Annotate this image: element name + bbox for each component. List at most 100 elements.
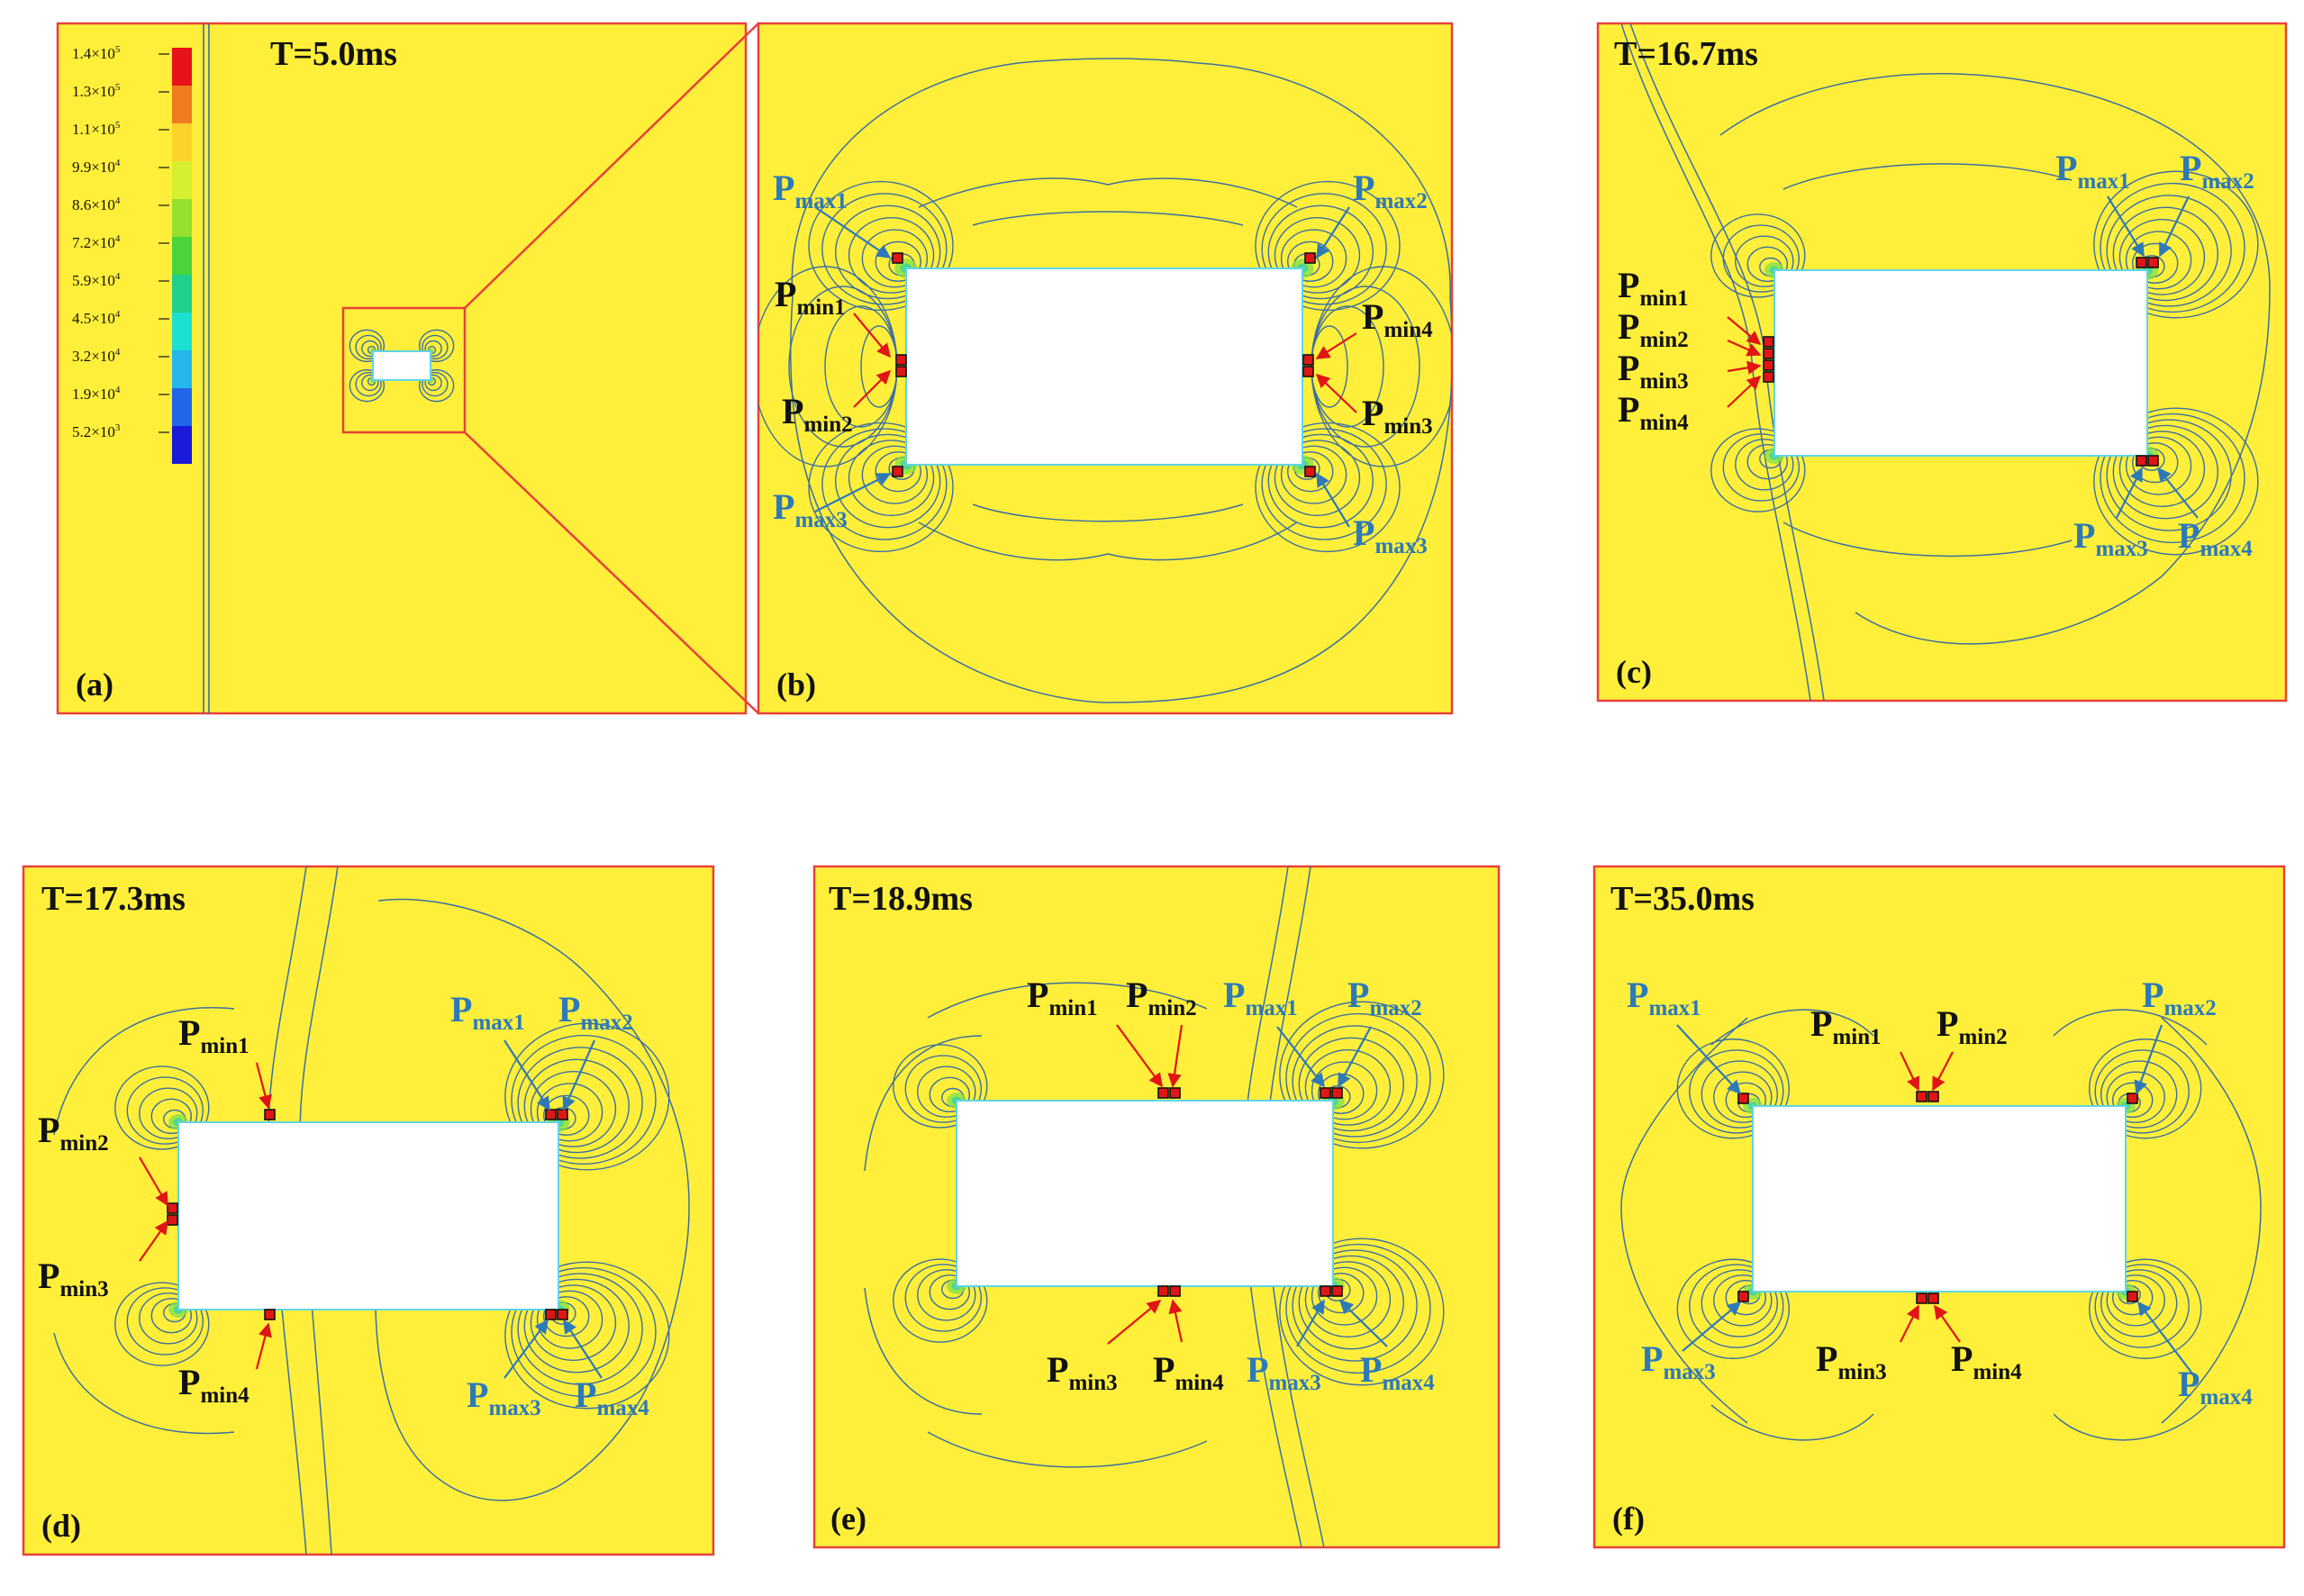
structure-block — [905, 268, 1303, 466]
contour-line — [927, 1431, 1208, 1468]
structure-block — [956, 1100, 1334, 1287]
contour-line — [2094, 1264, 2190, 1348]
contour-line — [424, 374, 442, 392]
contour-line — [126, 1287, 204, 1356]
pressure-gauge — [1928, 1292, 1939, 1304]
structure-block — [1773, 269, 2148, 457]
contour-line — [355, 371, 382, 397]
arrow-max — [503, 1039, 550, 1111]
contour-line — [1298, 1037, 1405, 1132]
contour-line — [422, 334, 449, 360]
arrow-min — [1934, 1304, 1961, 1343]
contour-line — [2111, 1082, 2154, 1119]
arrow-min — [1315, 332, 1357, 359]
colorbar-tick-label: 8.6×104 — [72, 195, 121, 213]
contour-line — [1261, 193, 1387, 305]
pressure-gauge — [2147, 455, 2159, 467]
pressure-gauge — [1763, 359, 1774, 371]
contour-line — [418, 329, 455, 363]
contour-line — [2118, 219, 2206, 295]
arrow-max — [1338, 1299, 1388, 1347]
arrow-max — [814, 206, 892, 258]
colorbar-tick-label: 1.4×105 — [72, 44, 121, 62]
gauge-label-pmax1: Pmax1 — [450, 989, 525, 1035]
contour-line — [1261, 428, 1387, 540]
gauge-label-pmin3: Pmin3 — [1816, 1338, 1887, 1384]
contour-line — [927, 982, 1208, 1019]
contour-line — [1710, 213, 1806, 298]
contour-line — [848, 440, 935, 516]
contour-line — [1280, 229, 1347, 288]
panel-e-time: T=18.9ms — [829, 880, 973, 918]
arrow-min — [1727, 375, 1762, 408]
contour-line — [1746, 443, 1789, 480]
contour-line — [361, 374, 379, 392]
arrow-min — [255, 1062, 272, 1110]
pressure-gauge — [1763, 336, 1774, 348]
contour-line — [2053, 1009, 2208, 1046]
contour-line — [1274, 440, 1361, 516]
contour-line — [929, 1076, 971, 1113]
colorbar-tick-label: 5.2×103 — [72, 422, 121, 440]
gauge-label-pmax3: Pmax3 — [773, 486, 848, 532]
contour-line — [1311, 1266, 1378, 1326]
gauge-label-pmin3: Pmin3 — [38, 1256, 109, 1301]
contour-line — [1710, 428, 1806, 512]
colorbar-segment — [172, 388, 192, 426]
panel-e-contours — [864, 866, 1445, 1547]
contour-line — [1782, 521, 2073, 558]
contour-line — [530, 1284, 617, 1361]
panel-c-time: T=16.7ms — [1614, 35, 1758, 73]
arrow-min — [139, 1156, 168, 1207]
pressure-gauge — [895, 354, 907, 366]
contour-line — [1304, 1049, 1392, 1126]
contour-line — [2093, 170, 2259, 319]
contour-line — [1298, 1255, 1405, 1350]
pressure-gauge — [1304, 466, 1316, 477]
contour-line — [349, 329, 386, 363]
pressure-gauge — [1928, 1091, 1939, 1102]
pressure-gauge — [557, 1109, 568, 1120]
arrow-min — [1727, 339, 1762, 357]
colorbar-tick-label: 9.9×104 — [72, 158, 121, 176]
panel-d-label: (d) — [41, 1508, 81, 1544]
gauge-label-pmin3: Pmin3 — [1362, 393, 1433, 439]
gauge-label-pmax2: Pmax2 — [558, 989, 633, 1035]
contour-line — [126, 1076, 204, 1145]
gauge-label-pmax2: Pmax2 — [1347, 975, 1422, 1020]
structure-block — [177, 1121, 559, 1310]
contour-line — [917, 1269, 976, 1321]
gauge-label-pmax3: Pmax3 — [467, 1374, 541, 1420]
gauge-label-pmax3: Pmax3 — [1641, 1338, 1716, 1384]
gauge-label-pmin1: Pmin1 — [1027, 975, 1098, 1020]
contour-line — [2161, 1017, 2262, 1424]
pressure-gauge — [1304, 252, 1316, 264]
pressure-gauge — [1302, 366, 1314, 377]
contour-line — [2132, 442, 2179, 484]
contour-line — [1279, 1238, 1445, 1386]
arrow-max — [503, 1319, 549, 1379]
contour-line — [1304, 1261, 1392, 1338]
contour-line — [349, 368, 386, 403]
contour-line — [139, 1292, 198, 1345]
colorbar-tick-label: 1.9×104 — [72, 385, 121, 403]
colorbar-tick-label: 7.2×104 — [72, 233, 121, 251]
contour-line — [114, 1066, 210, 1150]
pressure-gauge — [167, 1202, 178, 1214]
zoom-box — [341, 306, 467, 434]
contour-line — [821, 193, 948, 305]
contour-line — [835, 433, 941, 529]
contour-line — [893, 1044, 988, 1129]
contour-line — [1725, 1279, 1767, 1316]
contour-line — [1722, 433, 1801, 502]
arrow-min — [1727, 360, 1762, 375]
gauge-label-pmax1: Pmax1 — [1223, 975, 1298, 1020]
contour-line — [114, 1282, 210, 1366]
contour-line — [530, 1071, 617, 1147]
gauge-label-pmin2: Pmin2 — [1126, 975, 1197, 1020]
gauge-label-pmin1: Pmin1 — [775, 274, 846, 320]
panel-a-time: T=5.0ms — [270, 35, 397, 73]
contour-line — [517, 1047, 643, 1159]
gauge-label-pmax1: Pmax1 — [773, 168, 848, 213]
